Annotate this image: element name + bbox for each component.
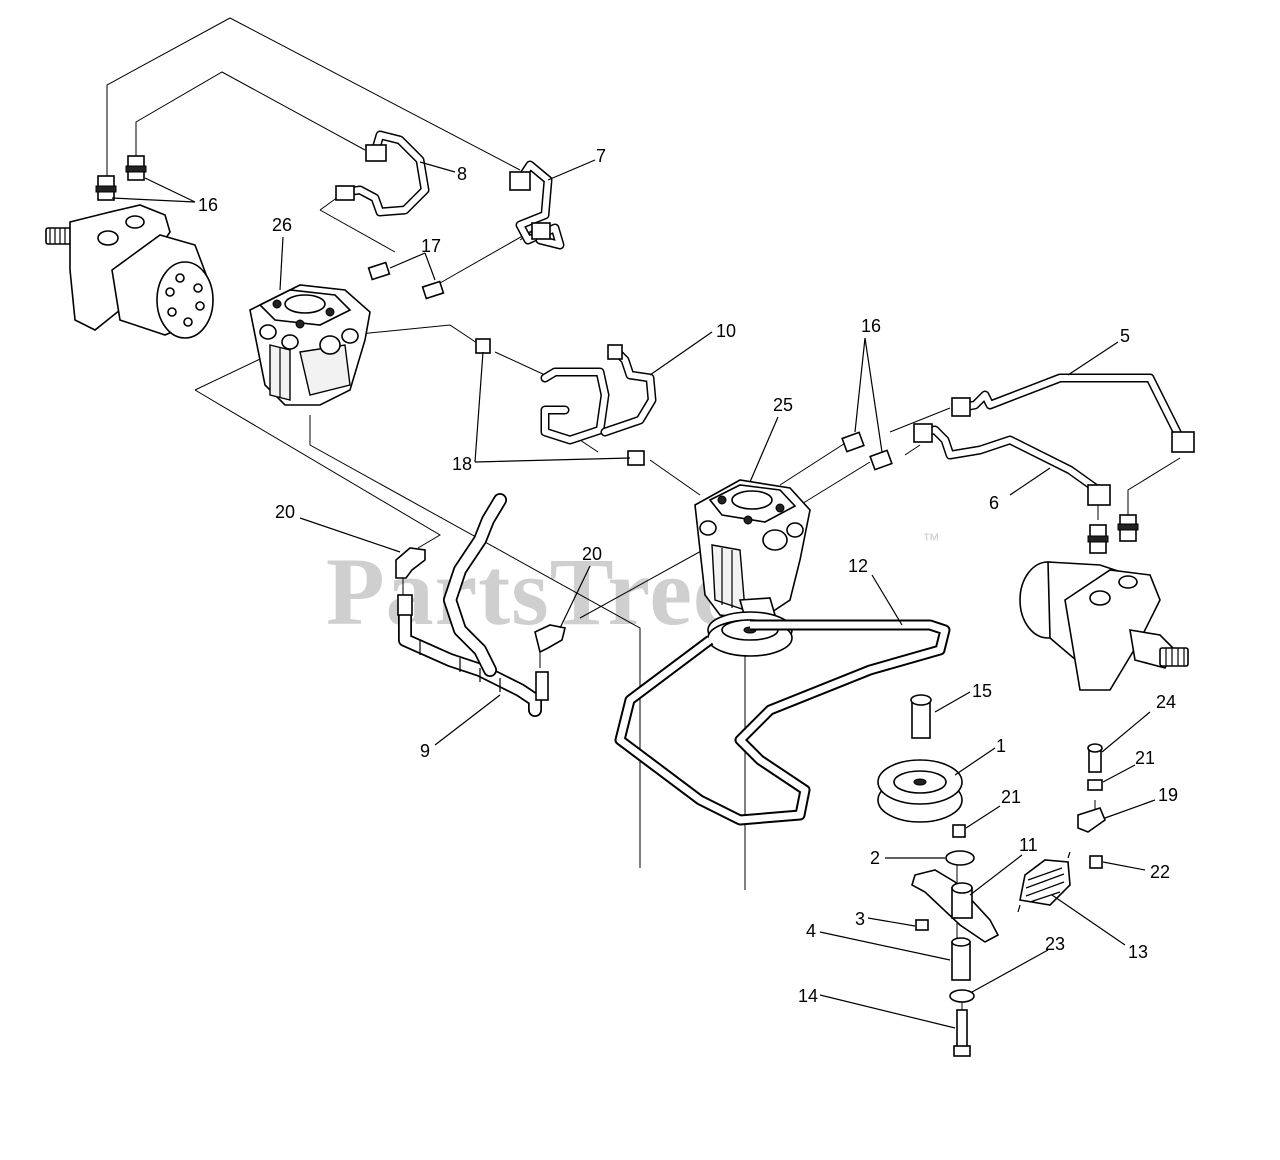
callout-12: 12 <box>848 556 868 576</box>
spring-13 <box>1017 851 1071 913</box>
callout-20-right: 20 <box>582 544 602 564</box>
callout-2: 2 <box>870 848 880 868</box>
callout-20-left: 20 <box>275 502 295 522</box>
callout-1: 1 <box>996 736 1006 756</box>
fittings-17 <box>367 261 445 300</box>
left-fittings-16 <box>95 155 147 201</box>
left-hydraulic-pump <box>249 284 371 406</box>
elbow-fitting-20-right <box>534 624 566 654</box>
callout-15: 15 <box>972 681 992 701</box>
right-wheel-motor <box>1019 561 1189 691</box>
tube-7 <box>509 160 565 250</box>
callout-16-left: 16 <box>198 195 218 215</box>
tube-6 <box>913 423 1111 506</box>
drive-belt-12 <box>614 619 951 826</box>
callout-11: 11 <box>1019 835 1038 855</box>
callout-7: 7 <box>596 146 606 166</box>
idler-pulley-1 <box>877 694 966 838</box>
callout-19: 19 <box>1158 785 1178 805</box>
left-wheel-motor <box>45 204 214 339</box>
watermark-text: PartsTree <box>326 538 737 645</box>
reference-lines <box>106 17 1181 1020</box>
callout-25: 25 <box>773 395 793 415</box>
tube-5 <box>951 373 1195 453</box>
callout-21-right: 21 <box>1135 748 1155 768</box>
callout-18: 18 <box>452 454 472 474</box>
bracket-hardware <box>1077 743 1106 869</box>
hose-9 <box>397 493 549 717</box>
elbow-fitting-20-left <box>395 547 426 579</box>
callout-23: 23 <box>1045 934 1065 954</box>
callout-14: 14 <box>798 986 818 1006</box>
idler-arm-assembly <box>911 850 1000 1057</box>
callout-16-center: 16 <box>861 316 881 336</box>
callout-24: 24 <box>1156 692 1176 712</box>
tube-8 <box>335 130 430 217</box>
callout-5: 5 <box>1120 326 1130 346</box>
callout-13: 13 <box>1128 942 1148 962</box>
callout-labels: 7 8 16 26 17 10 18 16 5 25 6 20 20 12 9 … <box>198 146 1178 1006</box>
callout-9: 9 <box>420 741 430 761</box>
callout-22: 22 <box>1150 862 1170 882</box>
tube-10 <box>540 344 657 445</box>
callout-3: 3 <box>855 909 865 929</box>
callout-26: 26 <box>272 215 292 235</box>
callout-4: 4 <box>806 921 816 941</box>
callout-10: 10 <box>716 321 736 341</box>
center-fittings-16 <box>841 431 893 471</box>
watermark: PartsTree ™ <box>326 530 940 645</box>
right-fittings <box>1087 514 1139 554</box>
callout-21-center: 21 <box>1001 787 1021 807</box>
callout-6: 6 <box>989 493 999 513</box>
leader-lines <box>111 159 1156 1029</box>
watermark-trademark: ™ <box>922 530 940 550</box>
callout-17: 17 <box>421 236 441 256</box>
callout-8: 8 <box>457 164 467 184</box>
